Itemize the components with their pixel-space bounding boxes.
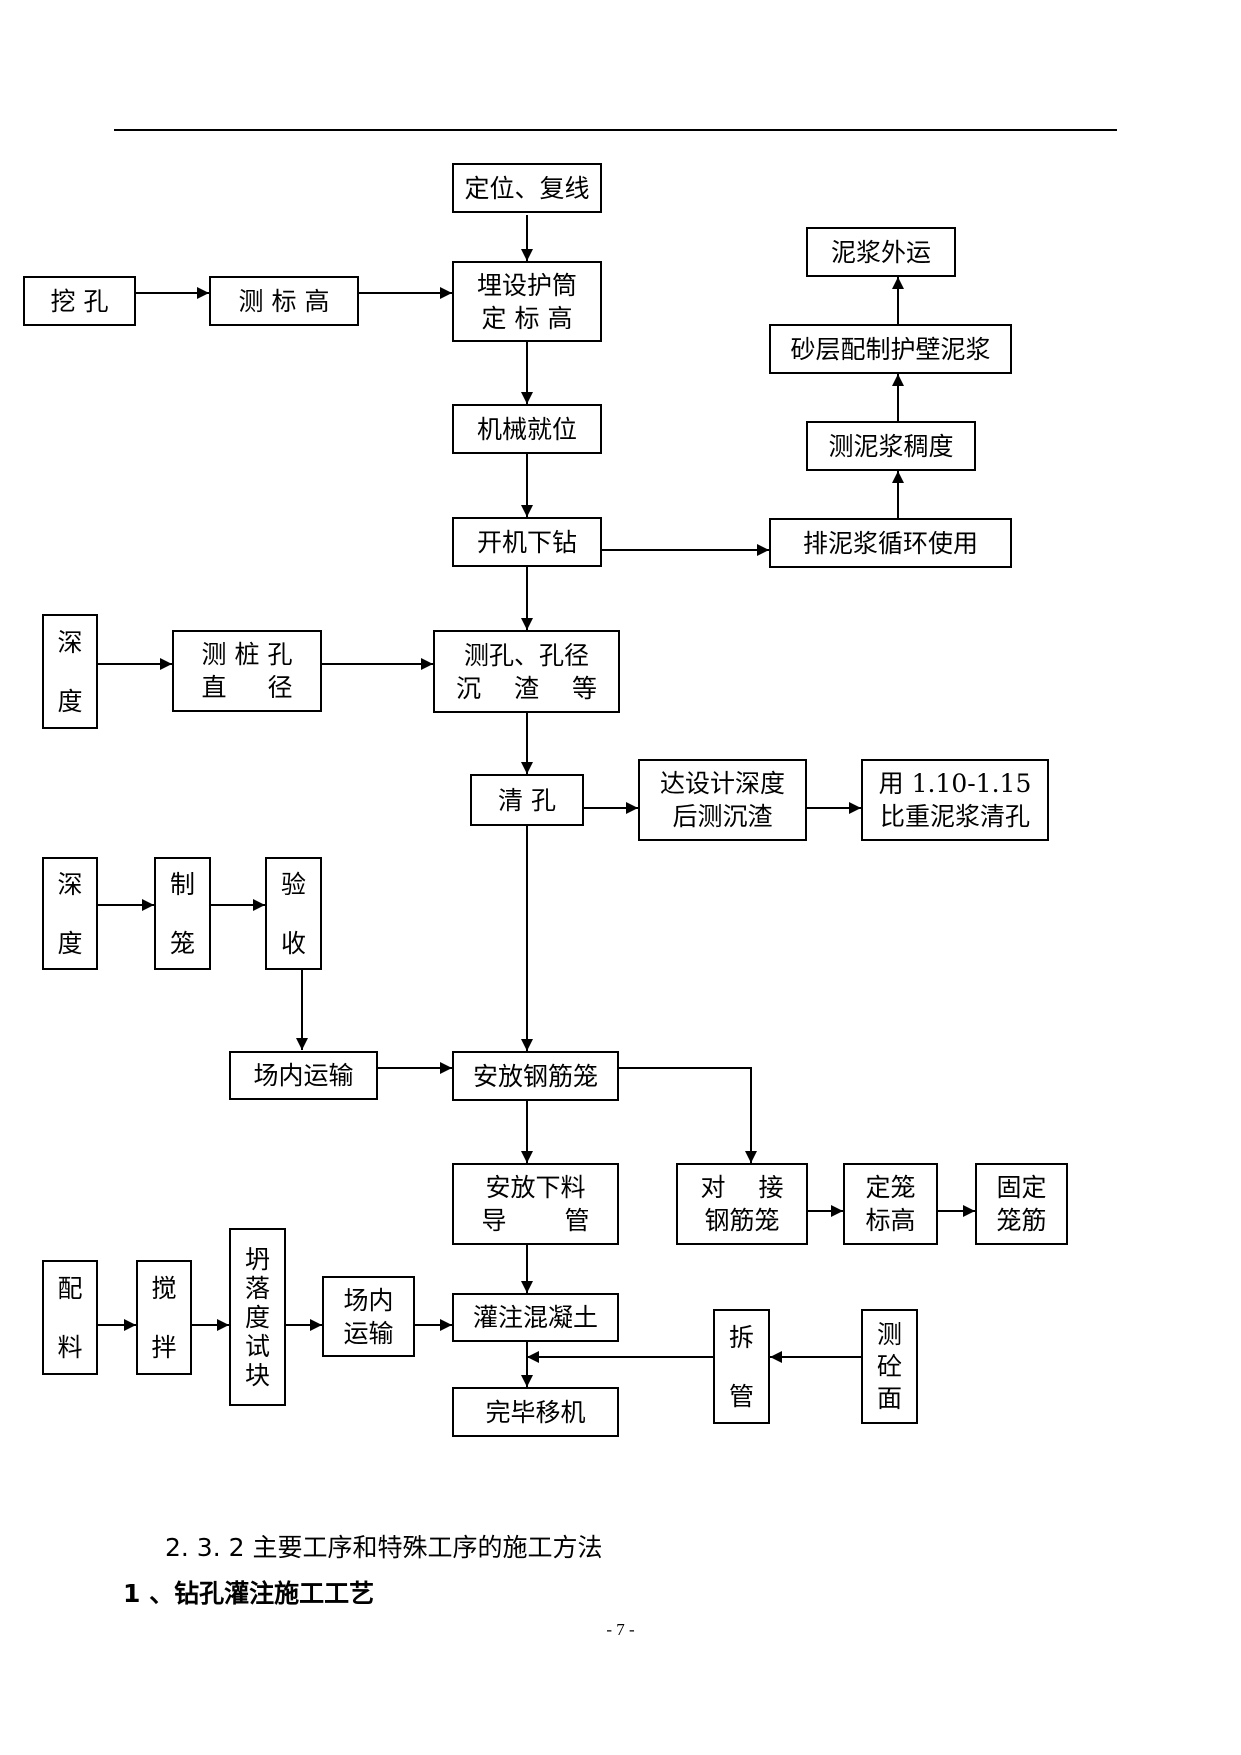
node-slurry-density: 测泥浆稠度 xyxy=(806,421,976,471)
cage-elev-label-line: 定笼 xyxy=(865,1173,916,1202)
node-remove-pipe: 拆管 xyxy=(713,1309,770,1424)
join-cage-label-line: 钢筋笼 xyxy=(704,1206,780,1235)
place-cage-label-line: 安放钢筋笼 xyxy=(472,1061,598,1091)
node-sand-slurry: 砂层配制护壁泥浆 xyxy=(769,324,1012,374)
node-depth-1: 深度 xyxy=(42,614,98,729)
transport-1-label-line: 场内运输 xyxy=(253,1061,354,1090)
node-fix-bars: 固定笼筋 xyxy=(975,1163,1068,1245)
depth-2-label-line: 度 xyxy=(57,928,83,958)
sediment-label-line: 达设计深度 xyxy=(659,769,785,798)
depth-1-label-line: 深 xyxy=(57,627,83,657)
node-slurry-clean: 用 1.10-1.15 比重泥浆清孔 xyxy=(861,759,1049,841)
node-accept: 验收 xyxy=(265,857,322,970)
sediment-label-line: 后测沉渣 xyxy=(672,802,773,831)
hole-check-label-line: 测孔、孔径 xyxy=(463,640,589,670)
fix-bars-label-line: 固定 xyxy=(996,1173,1047,1202)
stir-label-line: 拌 xyxy=(151,1332,177,1362)
pile-diameter-label-line: 测 桩 孔 xyxy=(201,640,293,669)
measure-top-label-line: 面 xyxy=(876,1383,902,1413)
measure-top-label-line: 测 xyxy=(876,1319,902,1349)
node-place-cage: 安放钢筋笼 xyxy=(452,1051,619,1101)
node-mix-ratio: 配料 xyxy=(42,1260,98,1375)
slurry-out-label-line: 泥浆外运 xyxy=(830,237,931,267)
join-cage-label-line: 对 接 xyxy=(700,1173,784,1202)
node-locate: 定位、复线 xyxy=(452,163,602,213)
arrow-cage-to-joincage xyxy=(619,1067,757,1163)
node-slurry-cycle: 排泥浆循环使用 xyxy=(769,518,1012,568)
remove-pipe-label-line: 管 xyxy=(728,1381,754,1411)
node-make-cage: 制笼 xyxy=(154,857,211,970)
machine-pos-label-line: 机械就位 xyxy=(476,414,577,444)
header-rule xyxy=(114,129,1117,131)
node-slump-test: 坍落度试块 xyxy=(229,1228,286,1406)
make-cage-label-line: 笼 xyxy=(169,928,195,958)
place-tube-label-line: 安放下料 xyxy=(485,1173,586,1202)
page-number: - 7 - xyxy=(606,1620,635,1639)
subsection-heading: 1 、钻孔灌注施工工艺 xyxy=(123,1579,375,1608)
measure-elev-label-line: 测 标 高 xyxy=(238,286,330,316)
transport-2-label-line: 运输 xyxy=(343,1318,394,1348)
pile-diameter-label-line: 直 径 xyxy=(201,673,293,702)
start-drill-label-line: 开机下钻 xyxy=(476,527,577,557)
slump-test-label-line: 落 xyxy=(244,1273,270,1303)
accept-label-line: 验 xyxy=(280,869,306,899)
slump-test-label-line: 块 xyxy=(244,1360,270,1390)
hole-check-label-line: 沉 渣 等 xyxy=(456,673,597,703)
node-sediment: 达设计深度后测沉渣 xyxy=(638,759,807,841)
sand-slurry-label-line: 砂层配制护壁泥浆 xyxy=(790,334,991,364)
node-measure-elevation: 测 标 高 xyxy=(209,276,359,326)
cage-elev-label-line: 标高 xyxy=(865,1206,916,1235)
node-depth-2: 深度 xyxy=(42,857,98,970)
transport-2-label-line: 场内 xyxy=(343,1285,394,1315)
stir-label-line: 搅 xyxy=(151,1273,177,1303)
node-hole-check: 测孔、孔径沉 渣 等 xyxy=(433,630,620,713)
slump-test-label-line: 度 xyxy=(244,1302,270,1332)
node-slurry-out: 泥浆外运 xyxy=(806,227,956,277)
slurry-clean-label-line: 用 1.10-1.15 xyxy=(878,769,1032,798)
measure-top-label-line: 砼 xyxy=(876,1351,902,1381)
slurry-clean-label-line: 比重泥浆清孔 xyxy=(879,802,1030,831)
node-place-tube: 安放下料导 管 xyxy=(452,1163,619,1245)
depth-2-label-line: 深 xyxy=(57,869,83,899)
node-pile-diameter: 测 桩 孔直 径 xyxy=(172,630,322,712)
slump-test-label-line: 坍 xyxy=(244,1244,270,1274)
node-bury-casing: 埋设护筒定 标 高 xyxy=(452,261,602,342)
slurry-density-label-line: 测泥浆稠度 xyxy=(828,431,954,461)
node-join-cage: 对 接钢筋笼 xyxy=(676,1163,808,1245)
node-measure-top: 测砼面 xyxy=(861,1309,918,1424)
node-transport-2: 场内运输 xyxy=(322,1276,415,1357)
make-cage-label-line: 制 xyxy=(169,869,195,899)
place-tube-label-line: 导 管 xyxy=(481,1206,590,1235)
fix-bars-label-line: 笼筋 xyxy=(996,1206,1047,1235)
node-cage-elevation: 定笼标高 xyxy=(843,1163,938,1245)
depth-1-label-line: 度 xyxy=(57,686,83,716)
pour-label-line: 灌注混凝土 xyxy=(472,1303,598,1332)
node-machine-position: 机械就位 xyxy=(452,404,602,454)
node-stir: 搅拌 xyxy=(136,1260,192,1375)
node-finish: 完毕移机 xyxy=(452,1387,619,1437)
locate-label-line: 定位、复线 xyxy=(464,173,590,203)
bury-casing-label-line: 埋设护筒 xyxy=(476,270,577,300)
mix-ratio-label-line: 料 xyxy=(57,1332,83,1362)
accept-label-line: 收 xyxy=(280,928,306,958)
slump-test-label-line: 试 xyxy=(244,1331,270,1361)
slurry-cycle-label-line: 排泥浆循环使用 xyxy=(802,528,978,558)
node-transport-1: 场内运输 xyxy=(229,1051,378,1100)
node-clean-hole: 清 孔 xyxy=(470,774,584,826)
mix-ratio-label-line: 配 xyxy=(57,1273,83,1303)
bury-casing-label-line: 定 标 高 xyxy=(481,303,573,333)
section-heading: 2. 3. 2 主要工序和特殊工序的施工方法 xyxy=(165,1533,603,1562)
finish-label-line: 完毕移机 xyxy=(485,1397,586,1427)
node-start-drill: 开机下钻 xyxy=(452,517,602,567)
dig-hole-label-line: 挖 孔 xyxy=(50,286,109,316)
clean-hole-label-line: 清 孔 xyxy=(498,785,556,815)
node-dig-hole: 挖 孔 xyxy=(23,276,136,326)
remove-pipe-label-line: 拆 xyxy=(728,1322,754,1352)
node-pour: 灌注混凝土 xyxy=(452,1293,619,1342)
